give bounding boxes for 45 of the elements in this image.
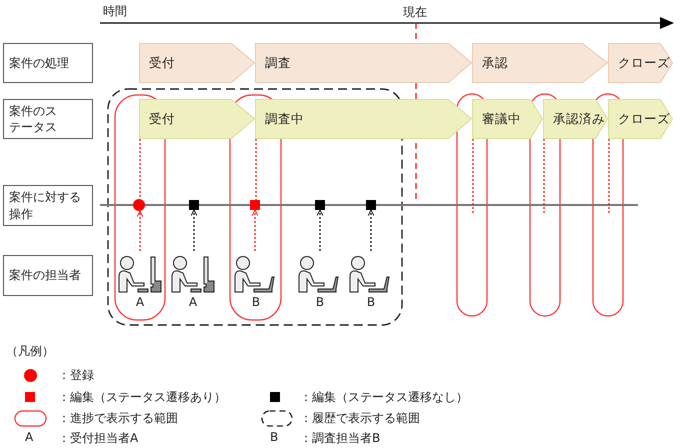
- dotted-line: [543, 139, 545, 213]
- row-header: 案件のステータス: [3, 99, 93, 139]
- register-marker: [133, 199, 145, 211]
- legend-text: ：登録: [58, 367, 94, 384]
- dotted-arrow: [136, 210, 144, 251]
- edit-marker: [250, 200, 260, 210]
- person-label: B: [314, 295, 326, 309]
- step-label: 審議中: [482, 111, 521, 128]
- dotted-arrow: [190, 210, 198, 251]
- step-label: 調査中: [265, 111, 304, 128]
- legend-title: （凡例）: [6, 343, 54, 360]
- person-label: B: [366, 295, 376, 309]
- step-label: クローズ: [618, 55, 670, 72]
- step-label: 承認: [482, 55, 508, 72]
- dotted-line: [472, 139, 474, 213]
- legend-text: ：調査担当者B: [300, 430, 380, 447]
- dotted-arrow: [368, 210, 374, 251]
- axis-label: 時間: [103, 3, 127, 20]
- row-header: 案件の担当者: [3, 255, 93, 296]
- dotted-line: [139, 139, 141, 199]
- legend-text: ：履歴で表示する範囲: [300, 410, 420, 427]
- step-label: 承認済み: [553, 111, 605, 128]
- legend-key: A: [25, 430, 34, 444]
- dotted-arrow: [252, 210, 258, 251]
- legend-key: B: [270, 430, 278, 444]
- edit-marker: [189, 200, 199, 210]
- step-label: 受付: [149, 111, 175, 128]
- dotted-line: [608, 139, 610, 213]
- row-header: 案件に対する操作: [3, 185, 93, 226]
- legend-text: ：受付担当者A: [58, 430, 138, 447]
- person-label: A: [188, 295, 198, 309]
- current-time-label: 現在: [403, 4, 427, 21]
- person-label: A: [134, 295, 146, 309]
- legend-text: ：進捗で表示する範囲: [58, 410, 178, 427]
- step-label: 調査: [265, 55, 291, 72]
- dotted-line: [255, 139, 257, 200]
- person-label: B: [250, 295, 262, 309]
- legend-text: ：編集（ステータス遷移なし）: [300, 389, 468, 406]
- edit-marker: [315, 200, 325, 210]
- step-label: クローズ: [618, 111, 670, 128]
- step-label: 受付: [149, 55, 175, 72]
- legend-text: ：編集（ステータス遷移あり）: [58, 389, 226, 406]
- row-header: 案件の処理: [3, 43, 93, 83]
- dotted-arrow: [316, 210, 324, 251]
- edit-marker: [366, 200, 376, 210]
